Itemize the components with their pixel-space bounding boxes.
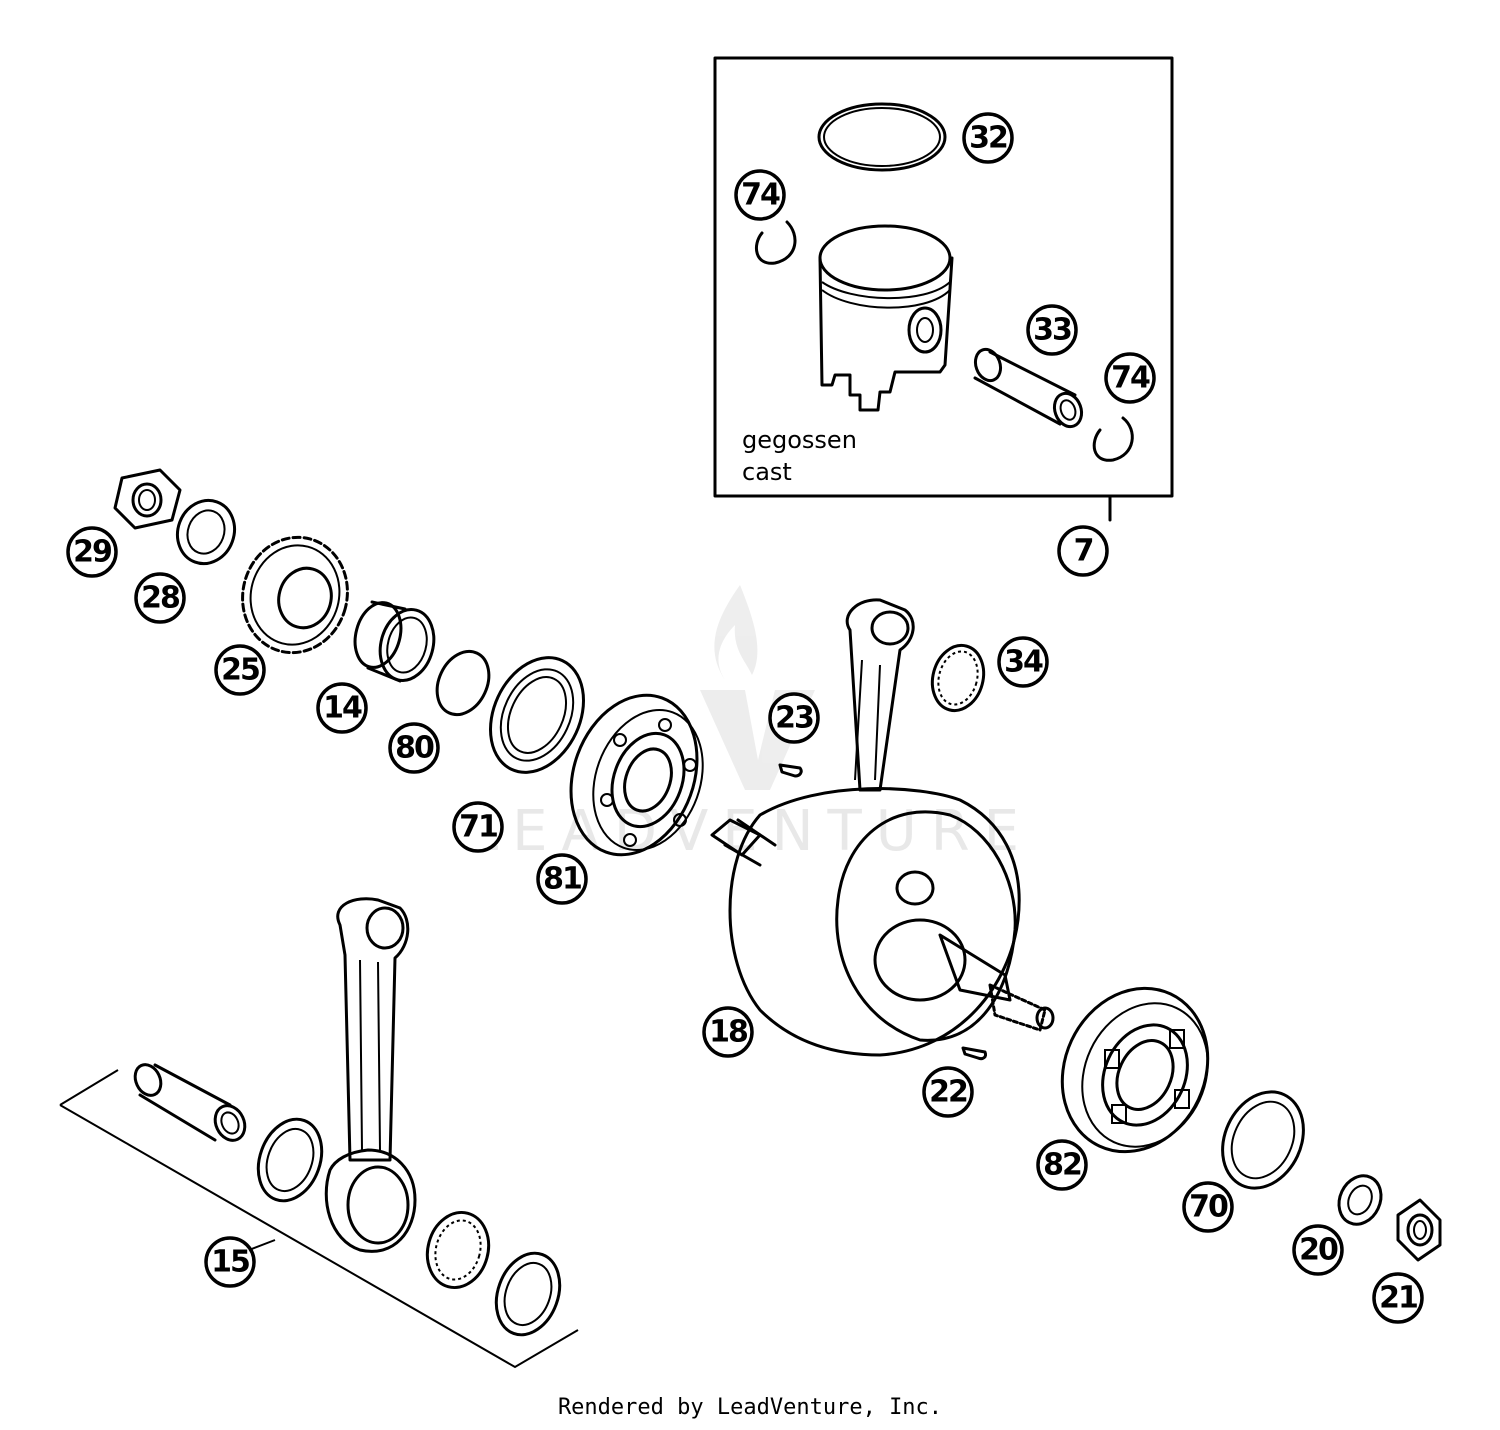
callout-34[interactable]: 34 <box>997 636 1049 688</box>
woodruff-key-part-lower <box>961 1046 987 1061</box>
piston-note-line1: gegossen <box>742 426 857 454</box>
circlip-part-upper <box>754 220 797 265</box>
callout-18[interactable]: 18 <box>702 1006 754 1058</box>
callout-82[interactable]: 82 <box>1036 1139 1088 1191</box>
callout-29[interactable]: 29 <box>66 526 118 578</box>
svg-text:81: 81 <box>543 862 581 897</box>
callout-7[interactable]: 7 <box>1057 525 1109 577</box>
svg-text:28: 28 <box>141 581 180 616</box>
con-rod-kit-part <box>59 897 579 1369</box>
piston-kit-frame <box>713 56 1174 498</box>
nut-part-left <box>113 468 182 530</box>
seal-part-left <box>489 656 585 774</box>
svg-text:32: 32 <box>969 121 1007 156</box>
o-ring-part <box>435 649 491 717</box>
callout-33[interactable]: 33 <box>1026 304 1078 356</box>
callout-74-lower[interactable]: 74 <box>1104 352 1156 404</box>
callout-14[interactable]: 14 <box>316 682 368 734</box>
svg-text:74: 74 <box>741 178 780 213</box>
piston-note-line2: cast <box>742 458 792 486</box>
callout-28[interactable]: 28 <box>134 572 186 624</box>
svg-text:80: 80 <box>395 731 434 766</box>
callout-22[interactable]: 22 <box>922 1066 974 1118</box>
svg-text:18: 18 <box>709 1015 748 1050</box>
svg-text:82: 82 <box>1043 1148 1081 1183</box>
bearing-part-right <box>1060 986 1210 1154</box>
piston-ring-part <box>817 102 947 172</box>
svg-text:29: 29 <box>73 535 111 570</box>
svg-text:71: 71 <box>459 810 497 845</box>
seal-part-right <box>1221 1090 1305 1190</box>
circlip-part-lower <box>1092 416 1134 462</box>
callout-15[interactable]: 15 <box>204 1236 256 1288</box>
piston-part <box>818 224 954 412</box>
svg-text:33: 33 <box>1033 313 1071 348</box>
svg-text:21: 21 <box>1379 1281 1417 1316</box>
watermark: LEADVENTURE <box>467 585 1019 864</box>
callout-81[interactable]: 81 <box>536 853 588 905</box>
svg-text:70: 70 <box>1189 1190 1228 1225</box>
svg-text:22: 22 <box>929 1075 967 1110</box>
svg-text:14: 14 <box>323 691 362 726</box>
gear-part <box>241 535 349 655</box>
svg-text:25: 25 <box>221 653 259 688</box>
svg-text:7: 7 <box>1074 534 1093 569</box>
piston-pin-part <box>973 347 1084 429</box>
callout-21[interactable]: 21 <box>1372 1272 1424 1324</box>
bearing-part-left <box>569 693 704 857</box>
crankshaft-part <box>710 598 1055 1057</box>
woodruff-key-part-upper <box>778 763 803 778</box>
footer-credit: Rendered by LeadVenture, Inc. <box>557 1395 943 1420</box>
callout-23[interactable]: 23 <box>768 692 820 744</box>
callout-32[interactable]: 32 <box>962 112 1014 164</box>
callout-25[interactable]: 25 <box>214 644 266 696</box>
callout-80[interactable]: 80 <box>388 722 440 774</box>
washer-part-right <box>1337 1174 1383 1226</box>
svg-text:15: 15 <box>211 1245 249 1280</box>
svg-text:20: 20 <box>1299 1233 1338 1268</box>
svg-text:74: 74 <box>1111 361 1150 396</box>
callout-71[interactable]: 71 <box>452 801 504 853</box>
bushing-part <box>353 600 436 683</box>
washer-part-left <box>176 498 236 566</box>
callout-70[interactable]: 70 <box>1182 1181 1234 1233</box>
svg-text:23: 23 <box>775 701 813 736</box>
callout-20[interactable]: 20 <box>1292 1224 1344 1276</box>
needle-bearing-part-upper <box>930 643 986 713</box>
callout-74-upper[interactable]: 74 <box>734 169 786 221</box>
svg-text:34: 34 <box>1004 645 1043 680</box>
nut-part-right <box>1396 1198 1442 1262</box>
